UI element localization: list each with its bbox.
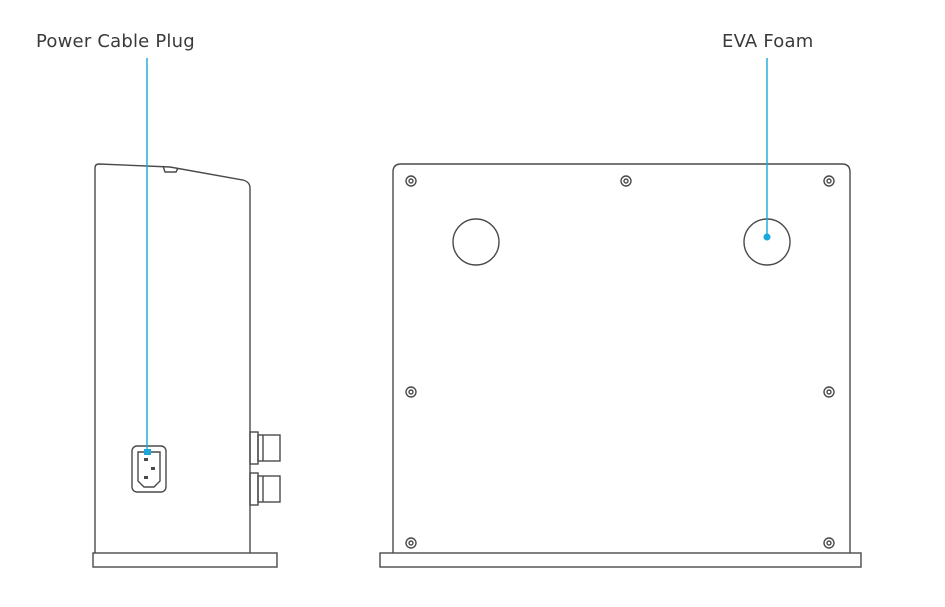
side-view-connector-upper	[249, 431, 281, 465]
side-view-body	[94, 163, 251, 553]
screw-icon	[405, 175, 417, 187]
leader-lines	[144, 58, 771, 455]
screw-icon	[823, 175, 835, 187]
rear-view	[379, 163, 862, 568]
power-socket	[131, 445, 167, 493]
side-view-top-knob	[162, 165, 179, 173]
side-view-connector-lower	[249, 472, 281, 506]
screw-icon	[823, 386, 835, 398]
rear-view-panel	[392, 163, 851, 553]
leader-power-cable-plug	[144, 58, 151, 455]
leader-eva-foam	[763, 58, 771, 241]
screw-icon	[620, 175, 632, 187]
power-socket-pin-top	[144, 458, 148, 461]
side-view	[92, 163, 281, 568]
rear-view-base	[379, 552, 862, 568]
screw-icon	[823, 537, 835, 549]
power-socket-outer	[131, 445, 167, 493]
screw-icon	[405, 537, 417, 549]
power-socket-inner	[137, 451, 161, 488]
power-socket-pin-mid	[151, 467, 155, 470]
eva-foam-left	[452, 218, 500, 266]
rear-view-screws	[405, 175, 835, 549]
power-socket-pin-bottom	[144, 476, 148, 479]
screw-icon	[405, 386, 417, 398]
side-view-base	[92, 552, 278, 568]
power-cable-plug-label: Power Cable Plug	[36, 31, 195, 52]
eva-foam-label: EVA Foam	[722, 31, 814, 52]
